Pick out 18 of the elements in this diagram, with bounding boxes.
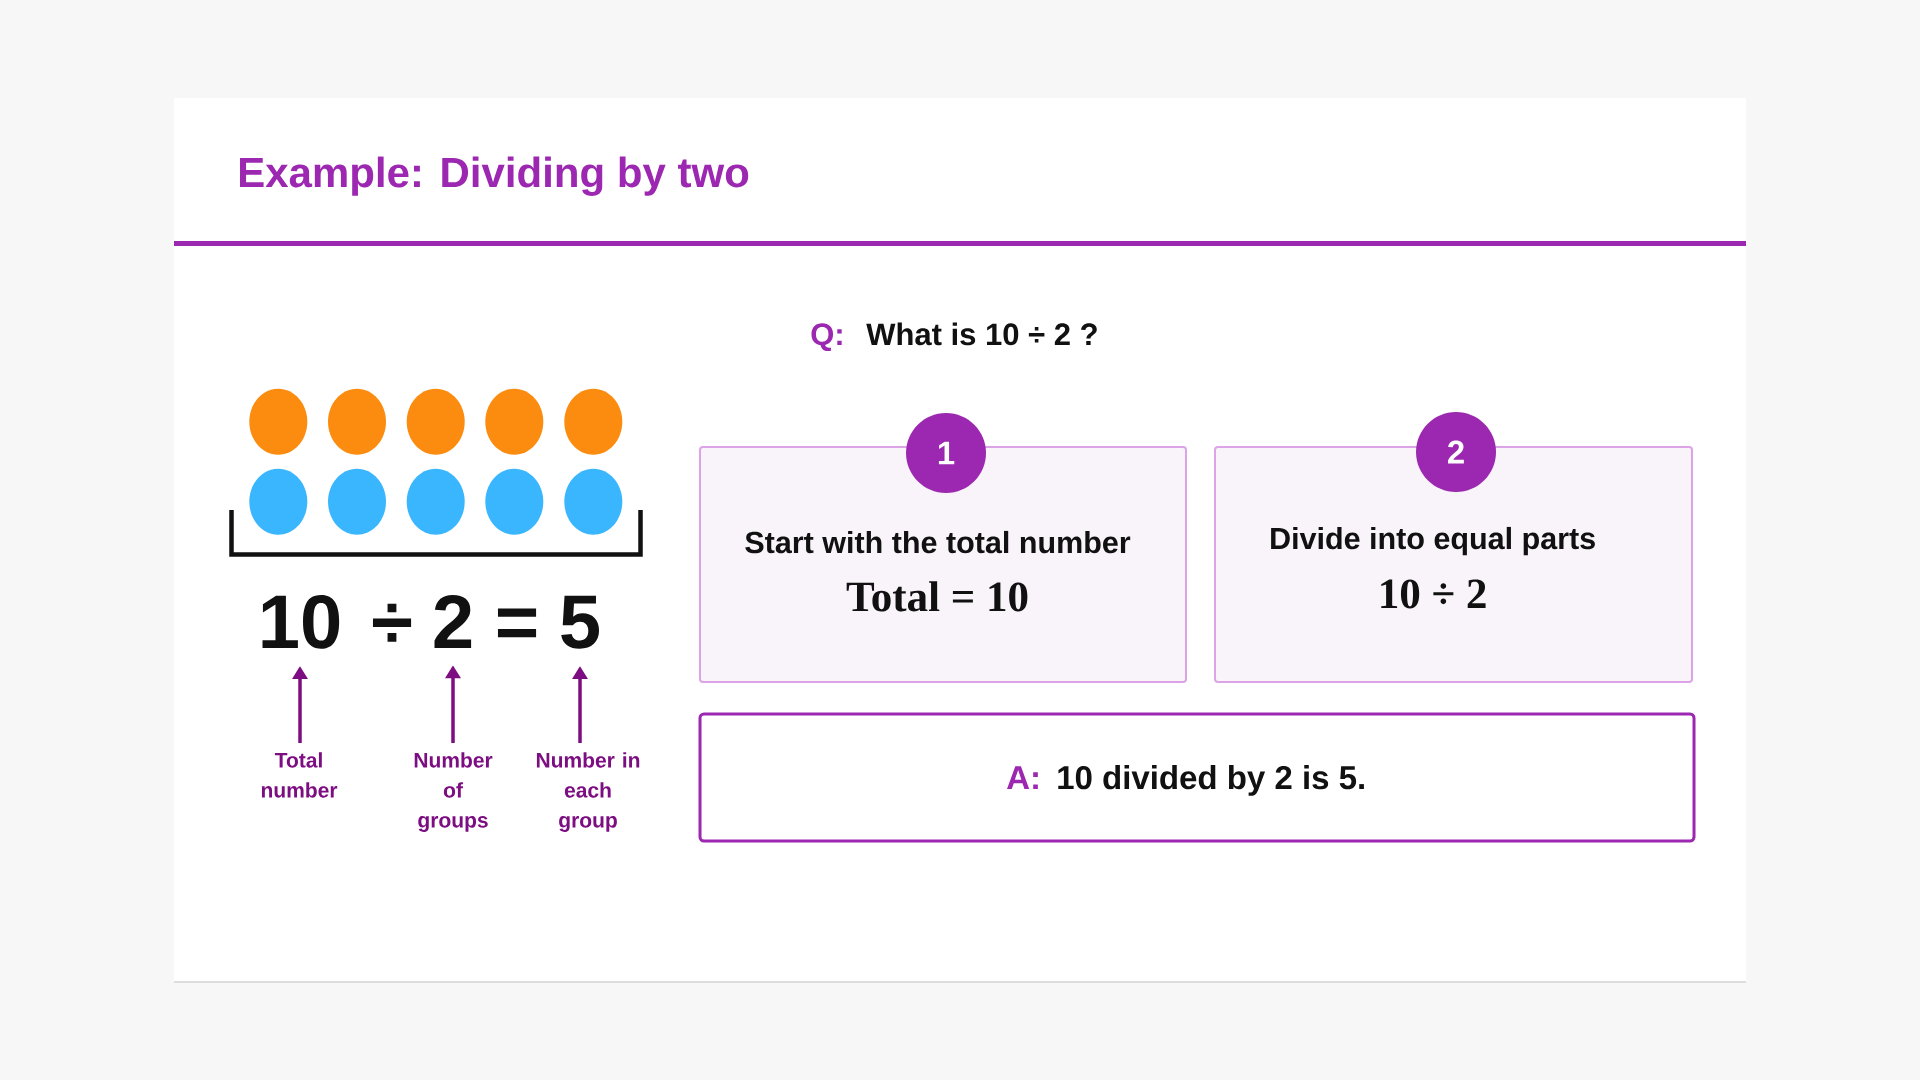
- question-text: What is 10 ÷ 2 ?: [866, 322, 1097, 346]
- equation-number: 2: [434, 594, 472, 648]
- answer-label: A:: [1007, 766, 1038, 789]
- title: Example: Dividing by two: [240, 156, 749, 196]
- answer-box: [698, 712, 1696, 843]
- step-heading: Divide into equal parts: [1271, 526, 1595, 556]
- answer-text: 10 divided by 2 is 5.: [1058, 765, 1364, 796]
- question-label: Q:: [811, 323, 842, 352]
- equation-number: 10: [262, 594, 340, 649]
- step-formula: 10 ÷ 2: [1381, 579, 1486, 609]
- annotation-label: Number in each group: [536, 752, 640, 832]
- division-sign: ÷: [372, 603, 412, 642]
- step-heading: Start with the total number: [745, 530, 1131, 554]
- equals-sign: =: [497, 608, 537, 638]
- annotation-label: Total number: [261, 752, 338, 798]
- step-formula: Total = 10: [846, 581, 1028, 612]
- annotation-label: Number of groups: [414, 752, 493, 832]
- equation-number: 5: [561, 595, 599, 649]
